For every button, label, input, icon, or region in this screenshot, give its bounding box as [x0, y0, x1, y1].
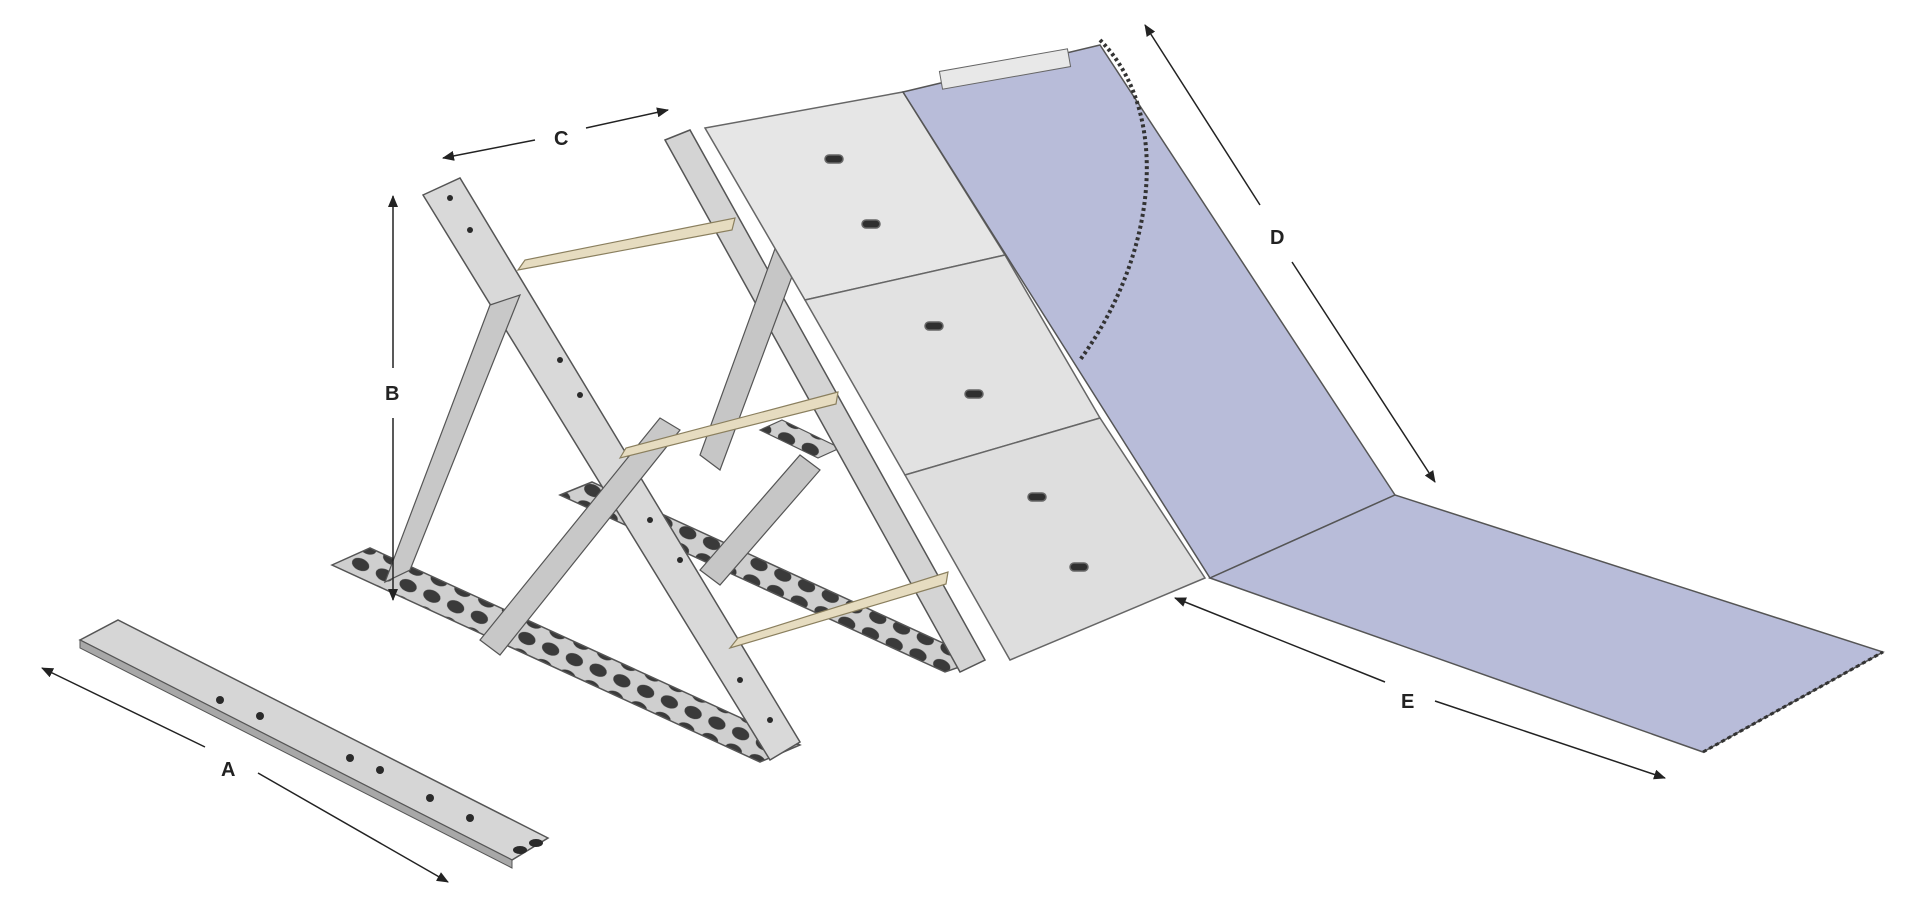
dimension-lines: [41, 24, 1666, 883]
dimension-label-b: B: [385, 383, 399, 405]
membrane-sheet: [901, 38, 1885, 754]
ramp-panels: [703, 91, 1207, 661]
struts: [516, 217, 949, 650]
dimension-label-d: D: [1270, 227, 1284, 249]
front-frame: [383, 177, 802, 762]
dimension-label-a: A: [221, 759, 235, 781]
dimension-label-e: E: [1401, 691, 1414, 713]
dimension-label-c: C: [554, 128, 568, 150]
loose-base-rail: [78, 619, 550, 869]
